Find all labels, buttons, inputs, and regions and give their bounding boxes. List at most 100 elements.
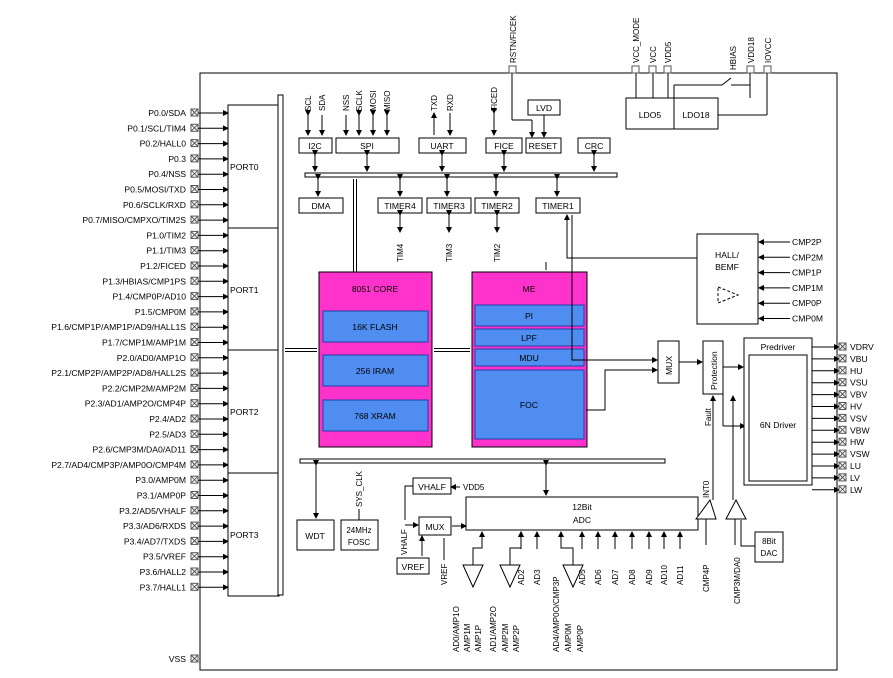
ldo5-label: LDO5 [639,110,662,120]
hall-label-2: BEMF [715,262,739,272]
i2c-label: I2C [308,141,321,151]
amp-input-label: AMP0M [564,623,573,652]
mux-bottom-label: MUX [425,522,444,532]
predriver-label: Predriver [761,342,796,352]
lpf-block [474,328,585,347]
right-pin-label: VDRV [850,342,874,352]
timer2-label: TIMER2 [481,201,513,211]
bottom-bus [299,458,666,464]
right-pin-label: HU [850,366,862,376]
right-pin-label: VBU [850,354,868,364]
ldo18-label: LDO18 [682,110,709,120]
right-pin-label: VSW [850,449,870,459]
fice-label: FICE [494,141,514,151]
adc-block [465,496,699,531]
port1-label: PORT1 [230,285,259,295]
left-pin-label: P3.2/AD5/VHALF [119,506,186,516]
vref-label: VREF [402,562,425,572]
left-pin-label: P1.5/CMP0M [135,307,186,317]
into-label: INT0 [702,480,711,498]
adc-input-label: AD6 [594,569,603,585]
left-pin-label: P0.3 [168,154,186,164]
amp-input-label: AMP2P [512,625,521,652]
adc-input-label: AD10 [660,564,669,585]
dma-block [298,197,344,214]
timer1-label: TIMER1 [542,201,574,211]
left-pin-label: P0.2/HALL0 [140,139,187,149]
hall-input-label: CMP2P [792,237,822,247]
xram-label: 768 XRAM [354,411,396,421]
left-pin-label: P1.4/CMP0P/AD10 [112,292,186,302]
mux-label: MUX [664,356,674,375]
pi-label: PI [525,311,533,321]
tim4-label: TIM4 [396,243,405,262]
amp-input-label: AD0/AMP1O [452,606,461,652]
left-pin-label: P3.4/AD7/TXDS [124,536,186,546]
left-pin-list: P0.0/SDAP0.1/SCL/TIM4P0.2/HALL0P0.3P0.4/… [51,108,229,592]
txd-label: TXD [430,95,439,111]
vref-vertical-label: VREF [440,564,449,585]
vhalf-vertical-label: VHALF [400,529,409,555]
amp-input-label: AMP1M [463,623,472,652]
left-pin-label: P0.7/MISO/CMPXO/TIM2S [82,215,186,225]
amp-input-label: AMP0P [576,625,585,652]
protection-label: Protection [709,351,719,390]
vdd5-label: VDD5 [664,41,673,63]
amp-input-label: AMP2M [501,623,510,652]
left-pin-label: P0.0/SDA [148,108,186,118]
crc-label: CRC [585,141,604,151]
port3-label: PORT3 [230,530,259,540]
left-pin-label: P0.1/SCL/TIM4 [127,123,186,133]
scl-label: SCL [304,95,313,111]
adc-label-1: 12Bit [572,502,592,512]
ficed-label: FICED [490,87,499,111]
left-pin-label: P1.0/TIM2 [146,230,186,240]
ldo18-block [673,97,719,130]
sda-label: SDA [318,94,327,111]
vhalf-label: VHALF [418,482,446,492]
mdu-label: MDU [519,353,539,363]
fault-label: Fault [704,407,713,426]
adc-input-label: AD11 [676,565,685,585]
driver-block [748,354,808,482]
iovcc-label: IOVCC [764,37,773,63]
driver-label: 6N Driver [760,420,796,430]
vdd5-bottom-label: VDD5 [463,483,485,492]
left-pin-label: P3.6/HALL2 [140,567,187,577]
cmp4p-label: CMP4P [702,564,711,592]
left-pin-label: P2.0/AD0/AMP1O [117,353,187,363]
adc-input-label: AD9 [645,569,654,585]
sclk-label: SCLK [355,89,364,111]
wdt-label: WDT [305,531,325,541]
vcc-label: VCC [649,46,658,63]
timer1-block [535,197,581,214]
left-pin-label: P2.2/CMP2M/AMP2M [102,383,186,393]
adc-label-2: ADC [573,515,591,525]
dac-label-1: 8Bit [762,537,777,546]
cmp3m-label: CMP3M/DA0 [733,557,742,604]
right-pin-label: VBW [850,425,870,435]
left-pin-label: P1.7/CMP1M/AMP1M [102,338,186,348]
rstn-label: RSTN/FICEK [509,15,518,63]
reset-block [525,137,562,154]
timer3-label: TIMER3 [433,201,465,211]
reset-label: RESET [529,141,558,151]
mosi-label: MOSI [369,91,378,111]
top-pins: RSTN/FICEK VCC_MODE VCC VDD5 HBIAS VDD18… [508,15,773,74]
me-title: ME [523,284,536,294]
timer4-label: TIMER4 [384,201,416,211]
right-pin-label: HW [850,437,865,447]
foc-block [474,369,585,440]
adc-input-label: AD7 [611,569,620,585]
adc-input-label: AD3 [533,569,542,585]
vcc-mode-label: VCC_MODE [632,18,641,63]
ldo5-block [625,97,675,130]
uart-label: UART [430,141,454,151]
lvd-label: LVD [536,103,552,113]
vdd18-label: VDD18 [747,37,756,63]
comparator-icon [717,286,740,304]
hall-label-1: HALL/ [715,250,739,260]
right-pin-label: HV [850,402,862,412]
tim2-label: TIM2 [493,243,502,262]
